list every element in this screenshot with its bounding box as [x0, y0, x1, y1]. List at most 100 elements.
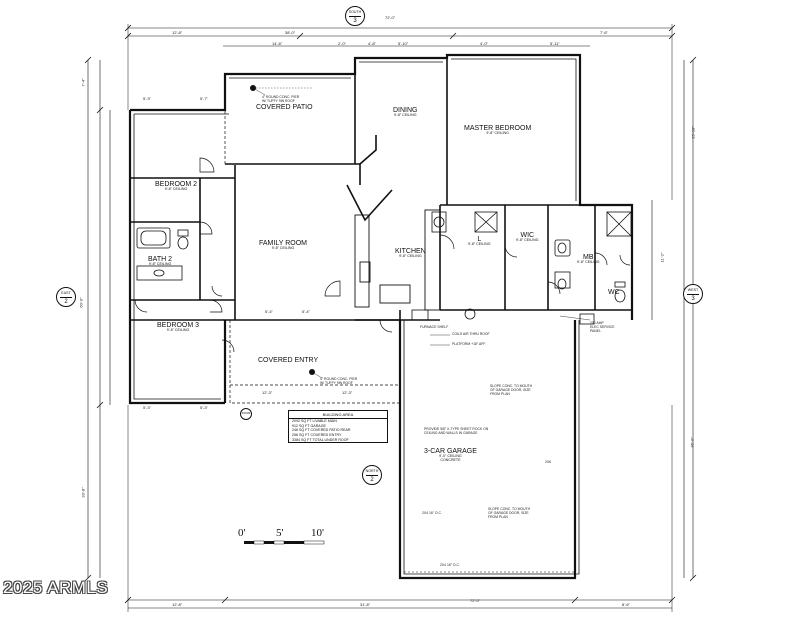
room-bath-2: BATH 2 9'-8" CEILING	[148, 256, 172, 267]
note-furnace: FURNACE SHELF	[420, 325, 449, 329]
dim-top-seg5: 2'-0"	[338, 41, 346, 46]
dim-top-left: 12'-8"	[172, 30, 183, 35]
note-garage-spacing-2: 2X4 16" O.C.	[440, 563, 460, 567]
room-wic: WIC 9'-8" CEILING	[516, 232, 539, 243]
building-area-table: BUILDING AREA 2092 SQ FT LIVABLE MAIN 91…	[288, 410, 388, 444]
dim-bottom-mid: 31'-8"	[360, 602, 371, 607]
kitchen-counters	[354, 209, 441, 311]
covered-entry-outline	[229, 320, 400, 404]
room-wc: WC	[608, 289, 620, 296]
room-covered-entry: COVERED ENTRY	[258, 357, 318, 364]
covered-patio-outline	[224, 73, 356, 165]
note-garage-slope-bottom: SLOPE CONC. TO MOUTH OF GARAGE DOOR, SIZ…	[488, 507, 531, 519]
dim-bedroom2-a: 5'-3"	[143, 96, 151, 101]
room-mb: MB 9'-8" CEILING	[577, 254, 600, 265]
building-area-row: 2092 SQ FT LIVABLE MAIN	[292, 419, 337, 423]
door-swings	[134, 157, 631, 353]
room-name: BEDROOM 3	[157, 322, 200, 329]
note-entry-light: 4" ROUND CONC. PIER W/ TUFFY 9IN ROOF	[320, 377, 358, 385]
room-family-room: FAMILY ROOM 9'-8" CEILING	[259, 240, 307, 251]
room-name: FAMILY ROOM	[259, 240, 307, 247]
dim-left-top: 7'-4"	[80, 78, 86, 87]
building-area-row: 3384 SQ FT TOTAL UNDER ROOF	[292, 437, 349, 442]
room-name: BEDROOM 2	[155, 181, 198, 188]
building-area-row: 912 SQ FT GARAGE	[292, 423, 326, 428]
room-name: WC	[608, 289, 620, 296]
room-bedroom-3: BEDROOM 3 9'-8" CEILING	[157, 322, 199, 333]
scale-label-0: 0'	[238, 527, 246, 539]
note-garage-sheetrock: PROVIDE 5/8" X-TYPE SHEET ROCK ON CEILIN…	[424, 427, 489, 435]
ceiling-height: 9'-8" CEILING	[148, 262, 172, 267]
dim-top-right: 7'-6"	[600, 30, 608, 35]
room-name: WIC	[520, 232, 535, 239]
room-name: MASTER BEDROOM	[464, 125, 532, 132]
dim-bottom-left: 12'-8"	[172, 602, 183, 607]
note-2x6: 2X6	[545, 460, 552, 464]
building-area-row: 246 SQ FT COVERED PATIO REAR	[292, 428, 351, 433]
room-name: KITCHEN	[395, 248, 426, 255]
ceiling-height: 9'-8" CEILING	[516, 238, 539, 243]
bath2-fixtures	[136, 227, 189, 281]
dim-right-mid: 11'-2"	[659, 252, 665, 263]
dim-top-seg4: 5'-11"	[550, 41, 560, 46]
ceiling-height: 9'-8" CEILING	[399, 254, 422, 259]
dim-bedroom3-a: 5'-3"	[143, 405, 151, 410]
room-name: DINING	[393, 107, 418, 114]
elevation-marker-north: NORTH 2	[362, 465, 382, 485]
dim-bottom-overall: 72'-0"	[470, 598, 481, 603]
dim-top-seg2: 5'-10"	[398, 41, 409, 46]
room-name: BATH 2	[148, 256, 172, 263]
ceiling-height: 9'-8" CEILING	[271, 246, 295, 251]
master-bath-fixtures	[431, 211, 632, 303]
floor-material: CONCRETE	[440, 458, 461, 463]
room-laundry: L 9'-8" CEILING	[468, 236, 491, 247]
elevation-marker-east: EAST 2	[56, 287, 76, 307]
note-garage-spacing-1: 2X4 16" O.C.	[422, 511, 442, 515]
dim-family-a: 5'-4"	[265, 309, 273, 314]
dim-entry-a: 12'-3"	[262, 390, 273, 395]
dim-left-bottom: 33'-8"	[80, 487, 86, 498]
room-name: MB	[583, 254, 594, 261]
ceiling-height: 9'-8" CEILING	[486, 131, 509, 136]
ceiling-height: 9'-0" CEILING	[439, 454, 462, 459]
dim-bedroom3-b: 5'-3"	[200, 405, 208, 410]
room-name: L	[477, 236, 482, 243]
window-marks	[129, 54, 576, 565]
light-fixtures	[250, 85, 315, 375]
room-kitchen: KITCHEN 9'-8" CEILING	[395, 248, 426, 259]
note-garage-slope-top: SLOPE CONC. TO MOUTH OF GARAGE DOOR, SIZ…	[490, 384, 533, 396]
room-name: COVERED PATIO	[256, 104, 313, 111]
dim-left-overall: 60'-0"	[78, 297, 84, 308]
watermark: 2025 ARMLS	[3, 578, 109, 597]
dim-top-overall: 72'-0"	[385, 15, 396, 20]
room-dining: DINING 9'-8" CEILING	[393, 107, 418, 118]
note-patio-light: 4" ROUND CONC. PIER W/ TUFFY 9IN ROOF	[262, 95, 300, 103]
note-platform: PLATFORM +18" AFF	[452, 342, 486, 346]
note-elec-panel: 200 AMP ELEC SERVICE PANEL	[590, 321, 615, 333]
dim-top-seg1: 4'-8"	[368, 41, 376, 46]
building-area-title: BUILDING AREA	[289, 411, 387, 419]
dim-bottom-right: 8'-6"	[622, 602, 630, 607]
dim-top-mid: 38'-0"	[285, 30, 296, 35]
elevation-marker-west: WEST 3	[683, 284, 703, 304]
dim-entry-b: 12'-3"	[342, 390, 353, 395]
room-master-bedroom: MASTER BEDROOM 9'-8" CEILING	[464, 125, 531, 136]
scale-bar	[244, 540, 325, 545]
room-bedroom-2: BEDROOM 2 9'-8" CEILING	[155, 181, 197, 192]
room-name: 3-CAR GARAGE	[424, 448, 477, 455]
door-tag-marker: DOOR	[240, 408, 252, 420]
dim-right-overall: 36'-0"	[689, 437, 695, 448]
dim-bedroom2-b: 5'-7"	[200, 96, 208, 101]
exterior-walls	[128, 53, 634, 580]
note-coil: COILS AIR THRU ROOF	[452, 332, 490, 336]
ceiling-height: 9'-8" CEILING	[577, 260, 600, 265]
ceiling-height: 9'-8" CEILING	[164, 187, 188, 192]
room-covered-patio: COVERED PATIO	[256, 104, 313, 111]
ceiling-height: 9'-8" CEILING	[468, 242, 491, 247]
scale-label-5: 5'	[276, 527, 284, 539]
building-area-row: 256 SQ FT COVERED ENTRY	[292, 433, 342, 438]
dim-top-seg3: 4'-0"	[480, 41, 488, 46]
room-name: COVERED ENTRY	[258, 357, 319, 364]
ceiling-height: 9'-8" CEILING	[393, 113, 417, 118]
